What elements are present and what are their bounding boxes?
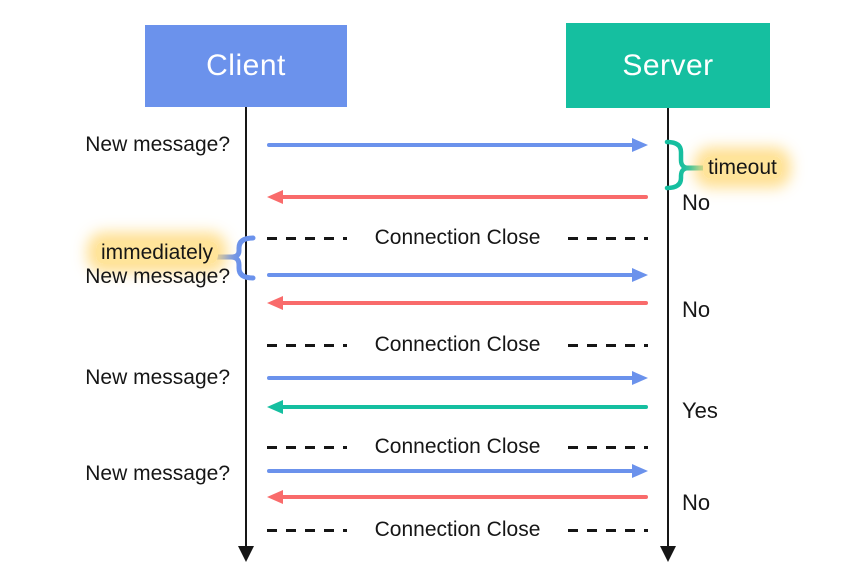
timeout-brace-icon (664, 139, 707, 191)
arrow-shaft (267, 143, 635, 147)
arrowhead-icon (267, 400, 283, 414)
response-label-1: No (682, 190, 711, 215)
connection-close-row-3: Connection Close (267, 434, 648, 460)
arrow-shaft (280, 405, 648, 409)
request-label-1: New message? (85, 133, 230, 156)
connection-close-label-2: Connection Close (374, 333, 541, 356)
actor-box-client: Client (145, 25, 347, 107)
connection-close-label-4: Connection Close (374, 518, 541, 541)
connection-close-row-2: Connection Close (267, 332, 648, 358)
connection-close-label-1: Connection Close (374, 226, 541, 249)
dashed-line (568, 528, 648, 532)
dashed-line (568, 236, 648, 240)
connection-close-row-4: Connection Close (267, 517, 648, 543)
response-label-3: Yes (682, 398, 718, 423)
request-label-3: New message? (85, 366, 230, 389)
actor-label-client: Client (206, 49, 286, 82)
dashed-line (267, 236, 347, 240)
immediately-brace-icon (212, 235, 256, 281)
immediately-annotation: immediately (18, 240, 218, 266)
dashed-line (568, 445, 648, 449)
timeout-annotation: timeout (703, 155, 782, 181)
arrow-shaft (267, 273, 635, 277)
actor-label-server: Server (622, 48, 714, 82)
request-label-2: New message? (85, 265, 230, 288)
arrowhead-icon (632, 371, 648, 385)
response-label-4: No (682, 490, 711, 515)
response-arrow-1 (267, 190, 648, 204)
arrow-shaft (280, 301, 648, 305)
dashed-line (267, 445, 347, 449)
request-arrow-4 (267, 464, 648, 478)
server-lifeline (667, 108, 669, 547)
connection-close-label-3: Connection Close (374, 435, 541, 458)
dashed-line (568, 343, 648, 347)
request-arrow-3 (267, 371, 648, 385)
response-arrow-4 (267, 490, 648, 504)
request-label-4: New message? (85, 462, 230, 485)
arrow-shaft (280, 495, 648, 499)
dashed-line (267, 528, 347, 532)
arrow-shaft (280, 195, 648, 199)
arrowhead-icon (632, 464, 648, 478)
server-lifeline-arrowhead-icon (660, 546, 676, 562)
arrowhead-icon (632, 138, 648, 152)
response-arrow-2 (267, 296, 648, 310)
client-lifeline-arrowhead-icon (238, 546, 254, 562)
response-arrow-3 (267, 400, 648, 414)
request-arrow-1 (267, 138, 648, 152)
timeout-annotation-text: timeout (703, 156, 782, 179)
actor-box-server: Server (566, 23, 770, 108)
client-lifeline (245, 107, 247, 547)
arrowhead-icon (267, 190, 283, 204)
dashed-line (267, 343, 347, 347)
request-arrow-2 (267, 268, 648, 282)
response-label-2: No (682, 297, 711, 322)
arrowhead-icon (632, 268, 648, 282)
arrow-shaft (267, 469, 635, 473)
arrowhead-icon (267, 490, 283, 504)
arrow-shaft (267, 376, 635, 380)
immediately-annotation-text: immediately (95, 241, 218, 264)
connection-close-row-1: Connection Close (267, 225, 648, 251)
arrowhead-icon (267, 296, 283, 310)
